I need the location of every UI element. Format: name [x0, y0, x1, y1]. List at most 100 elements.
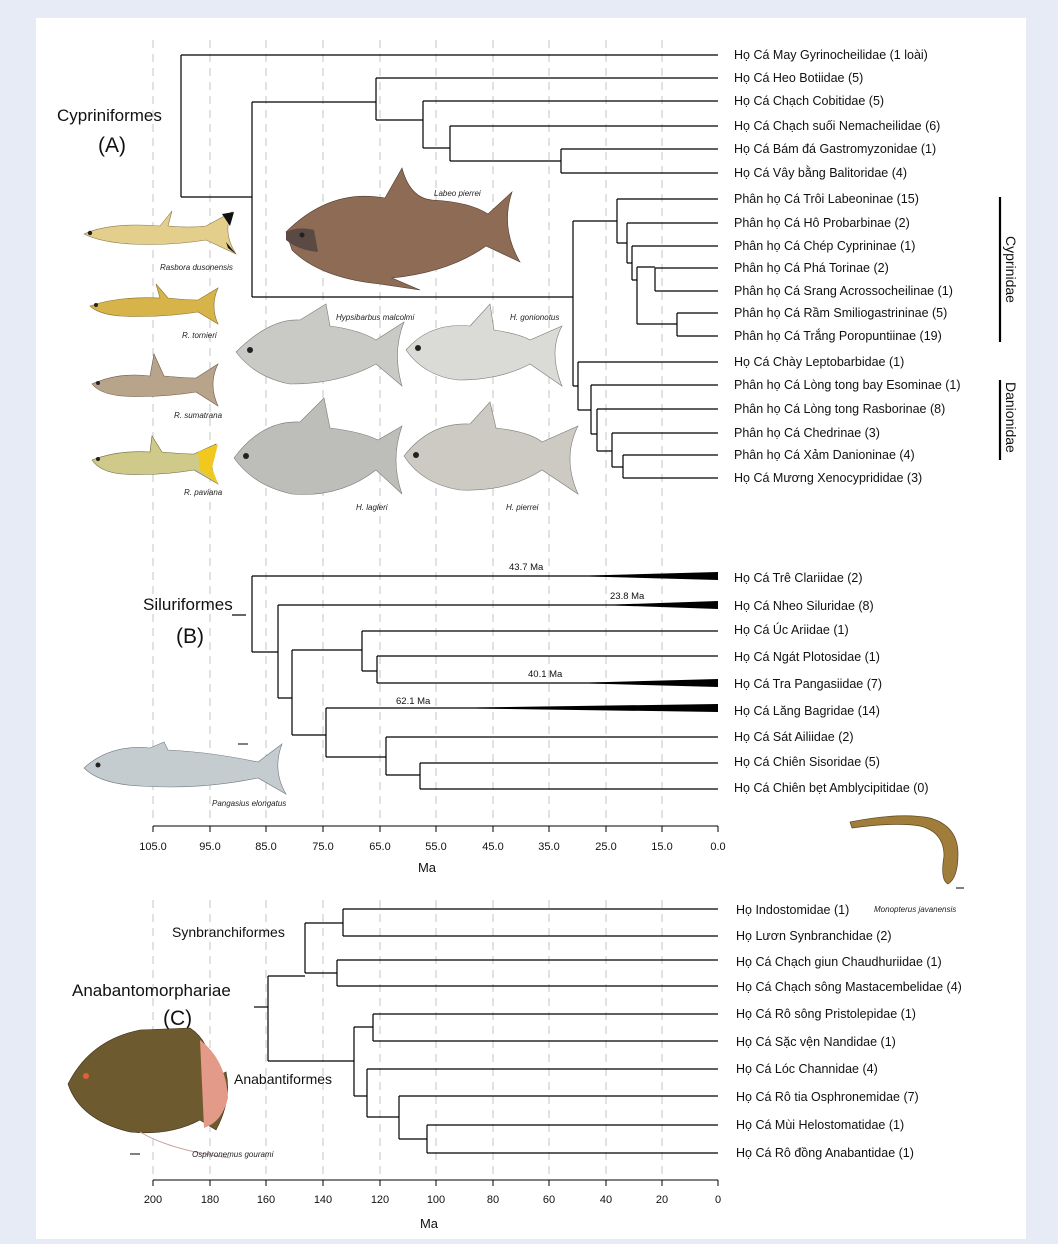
tick-label: 100 — [427, 1194, 445, 1206]
taxon-label: Họ Cá Vây bằng Balitoridae (4) — [734, 165, 907, 180]
taxon-label: Họ Cá Tra Pangasiidae (7) — [734, 677, 882, 691]
taxon-label: Phân họ Cá Trôi Labeoninae (15) — [734, 192, 919, 206]
order-label-anabantomorphariae: Anabantomorphariae — [72, 981, 231, 1000]
caption-r-paviana: R. paviana — [184, 488, 223, 497]
axis-title: Ma — [420, 1216, 439, 1231]
taxon-label: Họ Cá Rô tia Osphronemidae (7) — [736, 1090, 919, 1104]
taxon-label: Họ Indostomidae (1) — [736, 903, 849, 917]
caption-osphronemus-gourami: Osphronemus gourami — [192, 1150, 274, 1159]
taxon-label: Họ Cá Chày Leptobarbidae (1) — [734, 355, 904, 369]
caption-h-lagleri: H. lagleri — [356, 503, 388, 512]
caption-h-pierrei: H. pierrei — [506, 503, 539, 512]
fish-h-pierrei: H. pierrei — [404, 402, 578, 512]
caption-h-gonionotus: H. gonionotus — [510, 313, 559, 322]
taxon-label: Họ Cá Úc Ariidae (1) — [734, 622, 849, 637]
tick-label: 95.0 — [199, 841, 220, 853]
taxon-label: Họ Cá Rô đồng Anabantidae (1) — [736, 1146, 914, 1160]
caption-labeo-pierrei: Labeo pierrei — [434, 189, 481, 198]
taxon-label: Họ Cá Ngát Plotosidae (1) — [734, 650, 880, 664]
fish-monopterus-javanensis: Monopterus javanensis — [850, 816, 964, 914]
panel-letter-c: (C) — [163, 1007, 192, 1030]
order-label-cypriniformes: Cypriniformes — [57, 106, 162, 125]
fish-h-lagleri: H. lagleri — [234, 398, 402, 512]
suborder-label-synbranchiformes: Synbranchiformes — [172, 924, 285, 940]
tick-label: 120 — [371, 1194, 389, 1206]
taxon-label: Họ Cá Mương Xenocyprididae (3) — [734, 471, 922, 485]
tick-label: 105.0 — [139, 841, 167, 853]
tick-label: 85.0 — [255, 841, 276, 853]
taxon-label: Phân họ Cá Trắng Poropuntiinae (19) — [734, 328, 942, 343]
age-label: 43.7 Ma — [509, 562, 544, 573]
group-label-danionidae: Danionidae — [1003, 382, 1019, 453]
tick-label: 0.0 — [710, 841, 725, 853]
fish-rasbora-sumatrana: R. sumatrana — [92, 354, 223, 420]
taxon-label: Họ Cá Sát Ailiidae (2) — [734, 730, 854, 744]
taxon-label: Họ Cá May Gyrinocheilidae (1 loài) — [734, 48, 928, 62]
tick-label: 160 — [257, 1194, 275, 1206]
figure-panel: Họ Cá May Gyrinocheilidae (1 loài) Họ Cá… — [36, 18, 1026, 1239]
taxon-label: Họ Cá Trê Clariidae (2) — [734, 571, 863, 585]
taxa-labels-c: Họ Indostomidae (1) Họ Lươn Synbranchida… — [736, 903, 962, 1160]
tick-label: 80 — [487, 1194, 499, 1206]
taxon-label: Họ Lươn Synbranchidae (2) — [736, 929, 892, 943]
axis-b: 105.0 95.0 85.0 75.0 65.0 55.0 45.0 35.0… — [139, 826, 725, 875]
taxon-label: Phân họ Cá Lòng tong Rasborinae (8) — [734, 402, 945, 416]
taxon-label: Họ Cá Sặc vện Nandidae (1) — [736, 1035, 896, 1049]
fish-hypsibarbus-malcolmi: Hypsibarbus malcolmi — [236, 304, 414, 386]
fish-pangasius-elongatus: Pangasius elongatus — [84, 742, 286, 808]
taxa-labels-a: Họ Cá May Gyrinocheilidae (1 loài) Họ Cá… — [734, 48, 961, 485]
taxon-label: Họ Cá Mùi Helostomatidae (1) — [736, 1118, 904, 1132]
taxon-label: Phân họ Cá Srang Acrossocheilinae (1) — [734, 284, 953, 298]
taxon-label: Phân họ Cá Chép Cyprininae (1) — [734, 239, 915, 253]
caption-hypsibarbus-malcolmi: Hypsibarbus malcolmi — [336, 313, 414, 322]
age-label: 40.1 Ma — [528, 669, 563, 680]
tick-label: 140 — [314, 1194, 332, 1206]
caption-r-sumatrana: R. sumatrana — [174, 411, 223, 420]
panel-letter-b: (B) — [176, 625, 204, 648]
fish-rasbora-dusonensis: Rasbora dusonensis — [84, 211, 236, 272]
tick-label: 180 — [201, 1194, 219, 1206]
fish-rasbora-tornieri: R. tornieri — [90, 284, 218, 340]
taxon-label: Họ Cá Heo Botiidae (5) — [734, 71, 863, 85]
tick-label: 0 — [715, 1194, 721, 1206]
tick-label: 55.0 — [425, 841, 446, 853]
tick-label: 15.0 — [651, 841, 672, 853]
tick-label: 35.0 — [538, 841, 559, 853]
caption-rasbora-dusonensis: Rasbora dusonensis — [160, 263, 233, 272]
suborder-label-anabantiformes: Anabantiformes — [234, 1071, 332, 1087]
axis-title: Ma — [418, 860, 437, 875]
taxon-label: Phân họ Cá Lòng tong bay Esominae (1) — [734, 378, 961, 392]
fish-rasbora-paviana: R. paviana — [92, 436, 223, 497]
taxon-label: Họ Cá Chạch sông Mastacembelidae (4) — [736, 980, 962, 994]
age-label: 62.1 Ma — [396, 696, 431, 707]
taxon-label: Họ Cá Chạch giun Chaudhuriidae (1) — [736, 955, 942, 969]
taxon-label: Phân họ Cá Phá Torinae (2) — [734, 261, 889, 275]
tick-label: 75.0 — [312, 841, 333, 853]
fish-h-gonionotus: H. gonionotus — [406, 304, 562, 386]
age-label: 23.8 Ma — [610, 591, 645, 602]
tick-label: 20 — [656, 1194, 668, 1206]
tick-label: 200 — [144, 1194, 162, 1206]
taxon-label: Họ Cá Lăng Bagridae (14) — [734, 704, 880, 718]
taxon-label: Họ Cá Chiên Sisoridae (5) — [734, 755, 880, 769]
taxon-label: Họ Cá Nheo Siluridae (8) — [734, 599, 874, 613]
taxon-label: Phân họ Cá Xảm Danioninae (4) — [734, 448, 915, 462]
tick-label: 40 — [600, 1194, 612, 1206]
tick-label: 65.0 — [369, 841, 390, 853]
taxon-label: Họ Cá Chiên bẹt Amblycipitidae (0) — [734, 781, 929, 795]
taxon-label: Họ Cá Bám đá Gastromyzonidae (1) — [734, 142, 936, 156]
taxon-label: Họ Cá Rô sông Pristolepidae (1) — [736, 1007, 916, 1021]
order-label-siluriformes: Siluriformes — [143, 595, 233, 614]
caption-monopterus-javanensis: Monopterus javanensis — [874, 905, 956, 914]
taxon-label: Phân họ Cá Hô Probarbinae (2) — [734, 216, 910, 230]
tree-siluriformes — [252, 572, 718, 789]
panel-letter-a: (A) — [98, 134, 126, 157]
taxon-label: Họ Cá Lóc Channidae (4) — [736, 1062, 878, 1076]
group-label-cyprinidae: Cyprinidae — [1003, 236, 1019, 303]
taxa-labels-b: Họ Cá Trê Clariidae (2) Họ Cá Nheo Silur… — [734, 571, 929, 795]
tick-label: 45.0 — [482, 841, 503, 853]
taxon-label: Họ Cá Chạch Cobitidae (5) — [734, 94, 884, 108]
taxon-label: Phân họ Cá Rầm Smiliogastrininae (5) — [734, 306, 947, 320]
tick-label: 25.0 — [595, 841, 616, 853]
caption-pangasius-elongatus: Pangasius elongatus — [212, 799, 286, 808]
